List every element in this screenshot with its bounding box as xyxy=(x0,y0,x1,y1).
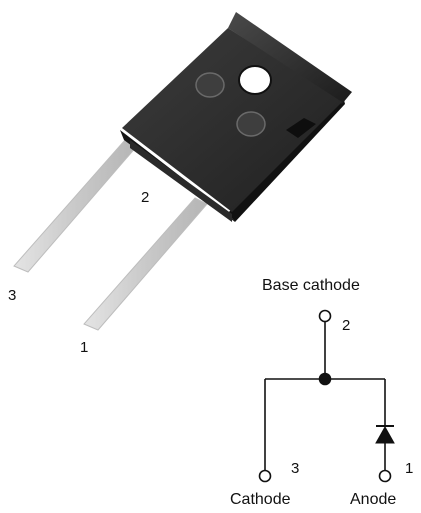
mounting-hole xyxy=(238,65,272,95)
terminal-1 xyxy=(378,469,392,483)
terminal-3 xyxy=(258,469,272,483)
ejector-mark-left xyxy=(195,72,225,98)
package-lip xyxy=(130,140,232,222)
package-tab xyxy=(228,12,352,104)
terminal-2 xyxy=(318,309,332,323)
package-pin-2-label: 2 xyxy=(141,189,149,206)
schematic-pin-2-label: 2 xyxy=(342,317,350,334)
lead-1 xyxy=(83,197,208,331)
schematic-pin-3-label: 3 xyxy=(291,460,299,477)
diode-triangle xyxy=(375,425,395,444)
tab-cut-right xyxy=(286,118,316,138)
ejector-mark-right xyxy=(236,111,266,137)
schematic: Base cathode 2 xyxy=(258,277,395,483)
package-body xyxy=(122,28,342,212)
package-pin-3-label: 3 xyxy=(8,287,16,304)
package-pin-1-label: 1 xyxy=(80,339,88,356)
cathode-label: Cathode xyxy=(230,491,291,508)
schematic-pin-1-label: 1 xyxy=(405,460,413,477)
schematic-title: Base cathode xyxy=(262,277,360,294)
package-illustration xyxy=(13,12,352,331)
lead-3 xyxy=(13,139,138,273)
anode-label: Anode xyxy=(350,491,396,508)
